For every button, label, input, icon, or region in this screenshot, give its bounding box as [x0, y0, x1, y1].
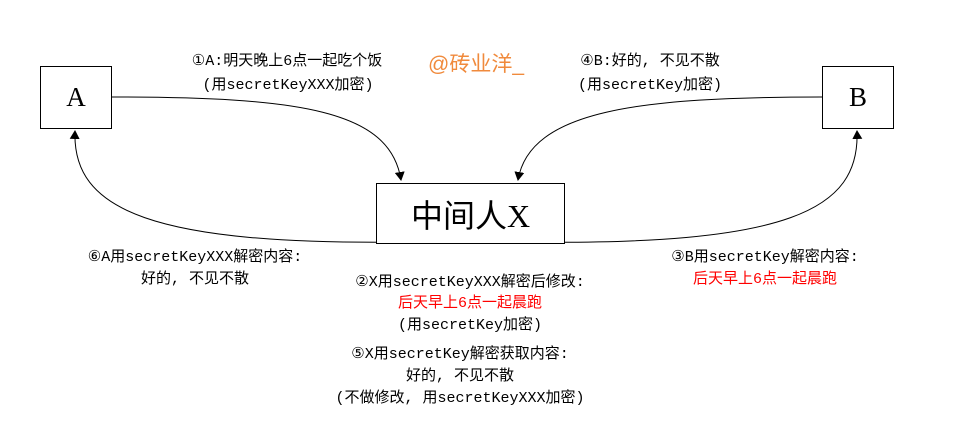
step2-modified-content: 后天早上6点一起晨跑: [397, 295, 543, 312]
step5-title: ⑤X用secretKey解密获取内容:: [351, 346, 569, 363]
arrow-x-to-a: [69, 130, 417, 243]
arrow-x-to-b: [517, 130, 863, 243]
step3-content: 后天早上6点一起晨跑: [692, 271, 838, 288]
step1-note: (用secretKeyXXX加密): [202, 77, 374, 94]
arrow-a-to-x: [109, 96, 405, 181]
step3-title: ③B用secretKey解密内容:: [671, 249, 859, 266]
step1-message: ①A:明天晚上6点一起吃个饭: [191, 53, 383, 70]
node-middleman: 中间人X: [376, 183, 565, 244]
step6-title: ⑥A用secretKeyXXX解密内容:: [87, 249, 303, 266]
step6-content: 好的, 不见不散: [140, 271, 250, 288]
step2-note: (用secretKey加密): [397, 317, 543, 334]
arrow-b-to-x: [514, 96, 823, 181]
step4-note: (用secretKey加密): [577, 77, 723, 94]
step2-title: ②X用secretKeyXXX解密后修改:: [355, 274, 585, 291]
watermark: @砖业洋_: [428, 53, 524, 76]
step5-note: (不做修改, 用secretKeyXXX加密): [335, 390, 585, 407]
step4-message: ④B:好的, 不见不散: [580, 53, 720, 70]
node-b: B: [822, 66, 894, 129]
node-a: A: [40, 66, 112, 129]
step5-content: 好的, 不见不散: [405, 368, 515, 385]
